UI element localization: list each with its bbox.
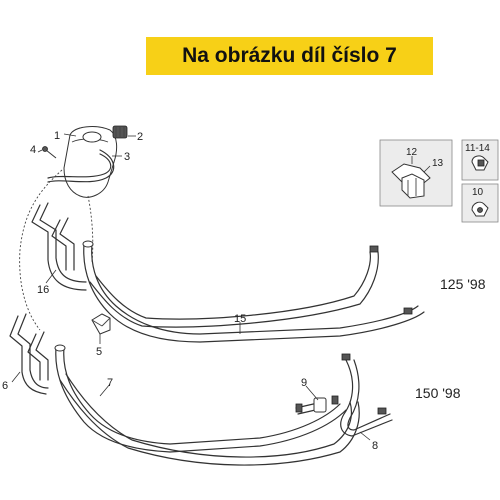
hose-6[interactable] xyxy=(9,313,49,395)
expansion-tank[interactable] xyxy=(63,126,118,198)
callout-2: 2 xyxy=(137,131,143,143)
callout-5: 5 xyxy=(96,346,102,358)
callout-9: 9 xyxy=(301,377,307,389)
part-number-banner: Na obrázku díl číslo 7 xyxy=(146,37,433,75)
variant-label-125: 125 '98 xyxy=(440,276,486,292)
overflow-hose[interactable] xyxy=(47,149,115,183)
hose-8[interactable] xyxy=(340,353,393,437)
callout-16: 16 xyxy=(37,284,49,296)
inset-label-12: 12 xyxy=(406,147,418,158)
inset-label-10: 10 xyxy=(472,187,484,198)
callout-6: 6 xyxy=(2,380,8,392)
tank-screw[interactable] xyxy=(42,146,57,159)
callout-4: 4 xyxy=(30,144,36,156)
callout-1: 1 xyxy=(54,130,60,142)
inset-10[interactable]: 10 xyxy=(461,183,499,223)
callout-7: 7 xyxy=(107,377,113,389)
hose-15[interactable] xyxy=(82,240,425,343)
inset-12-13[interactable]: 12 13 xyxy=(379,139,453,207)
callout-3: 3 xyxy=(124,151,130,163)
callout-15: 15 xyxy=(234,313,246,325)
inset-11-14[interactable]: 11-14 xyxy=(461,139,499,181)
inset-label-11-14: 11-14 xyxy=(465,143,490,154)
variant-label-150: 150 '98 xyxy=(415,385,461,401)
hose-7[interactable] xyxy=(54,344,360,466)
banner-text: Na obrázku díl číslo 7 xyxy=(182,44,397,67)
connector-9[interactable] xyxy=(295,395,339,415)
callout-8: 8 xyxy=(372,440,378,452)
tank-cap[interactable] xyxy=(112,125,128,139)
bracket-5[interactable] xyxy=(91,313,111,335)
inset-label-13: 13 xyxy=(432,158,444,169)
hose-16[interactable] xyxy=(31,202,87,291)
